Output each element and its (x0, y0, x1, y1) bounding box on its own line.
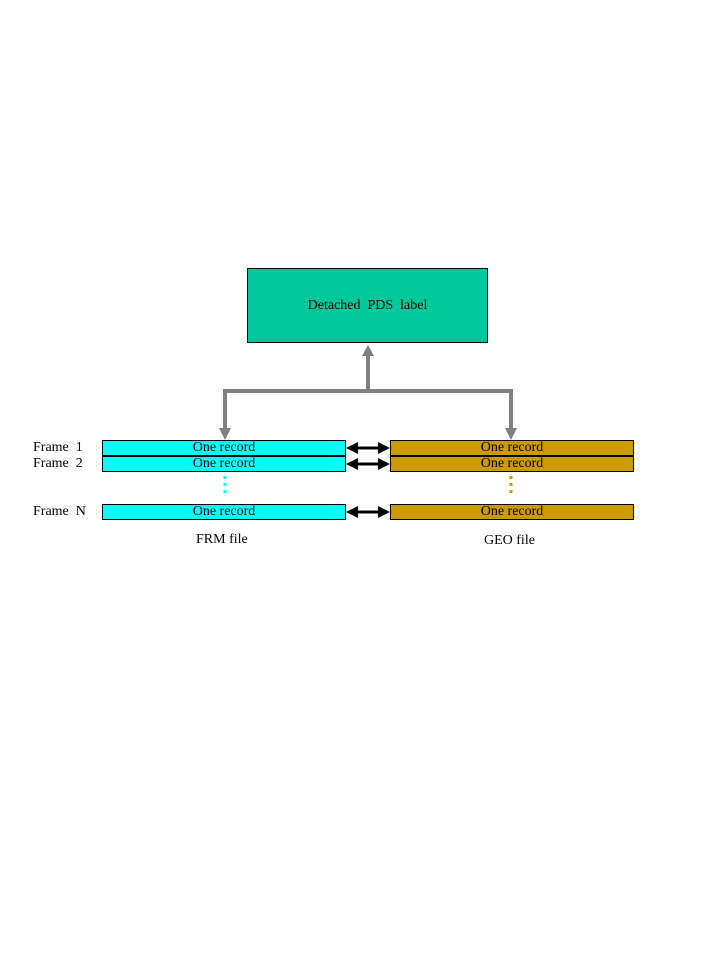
frame-1-label: Frame 1 (33, 440, 83, 455)
record-link-2 (346, 458, 390, 470)
geo-record-1: One record (390, 440, 634, 456)
arrowhead-up (362, 345, 374, 356)
frame-n-label: Frame N (33, 504, 86, 519)
record-link-1 (346, 442, 390, 454)
frm-record-1: One record (102, 440, 346, 456)
frm-file-caption: FRM file (196, 532, 248, 547)
record-links (346, 442, 390, 518)
geo-record-2: One record (390, 456, 634, 472)
record-link-n (346, 506, 390, 518)
arrowhead-down-geo (505, 428, 517, 440)
frm-record-n: One record (102, 504, 346, 520)
frame-2-label: Frame 2 (33, 456, 83, 471)
frm-record-2: One record (102, 456, 346, 472)
geo-record-n: One record (390, 504, 634, 520)
hierarchy-connectors (223, 354, 513, 429)
arrowhead-down-frm (219, 428, 231, 440)
detached-pds-label-box: Detached PDS label (247, 268, 488, 343)
geo-file-caption: GEO file (484, 533, 535, 548)
